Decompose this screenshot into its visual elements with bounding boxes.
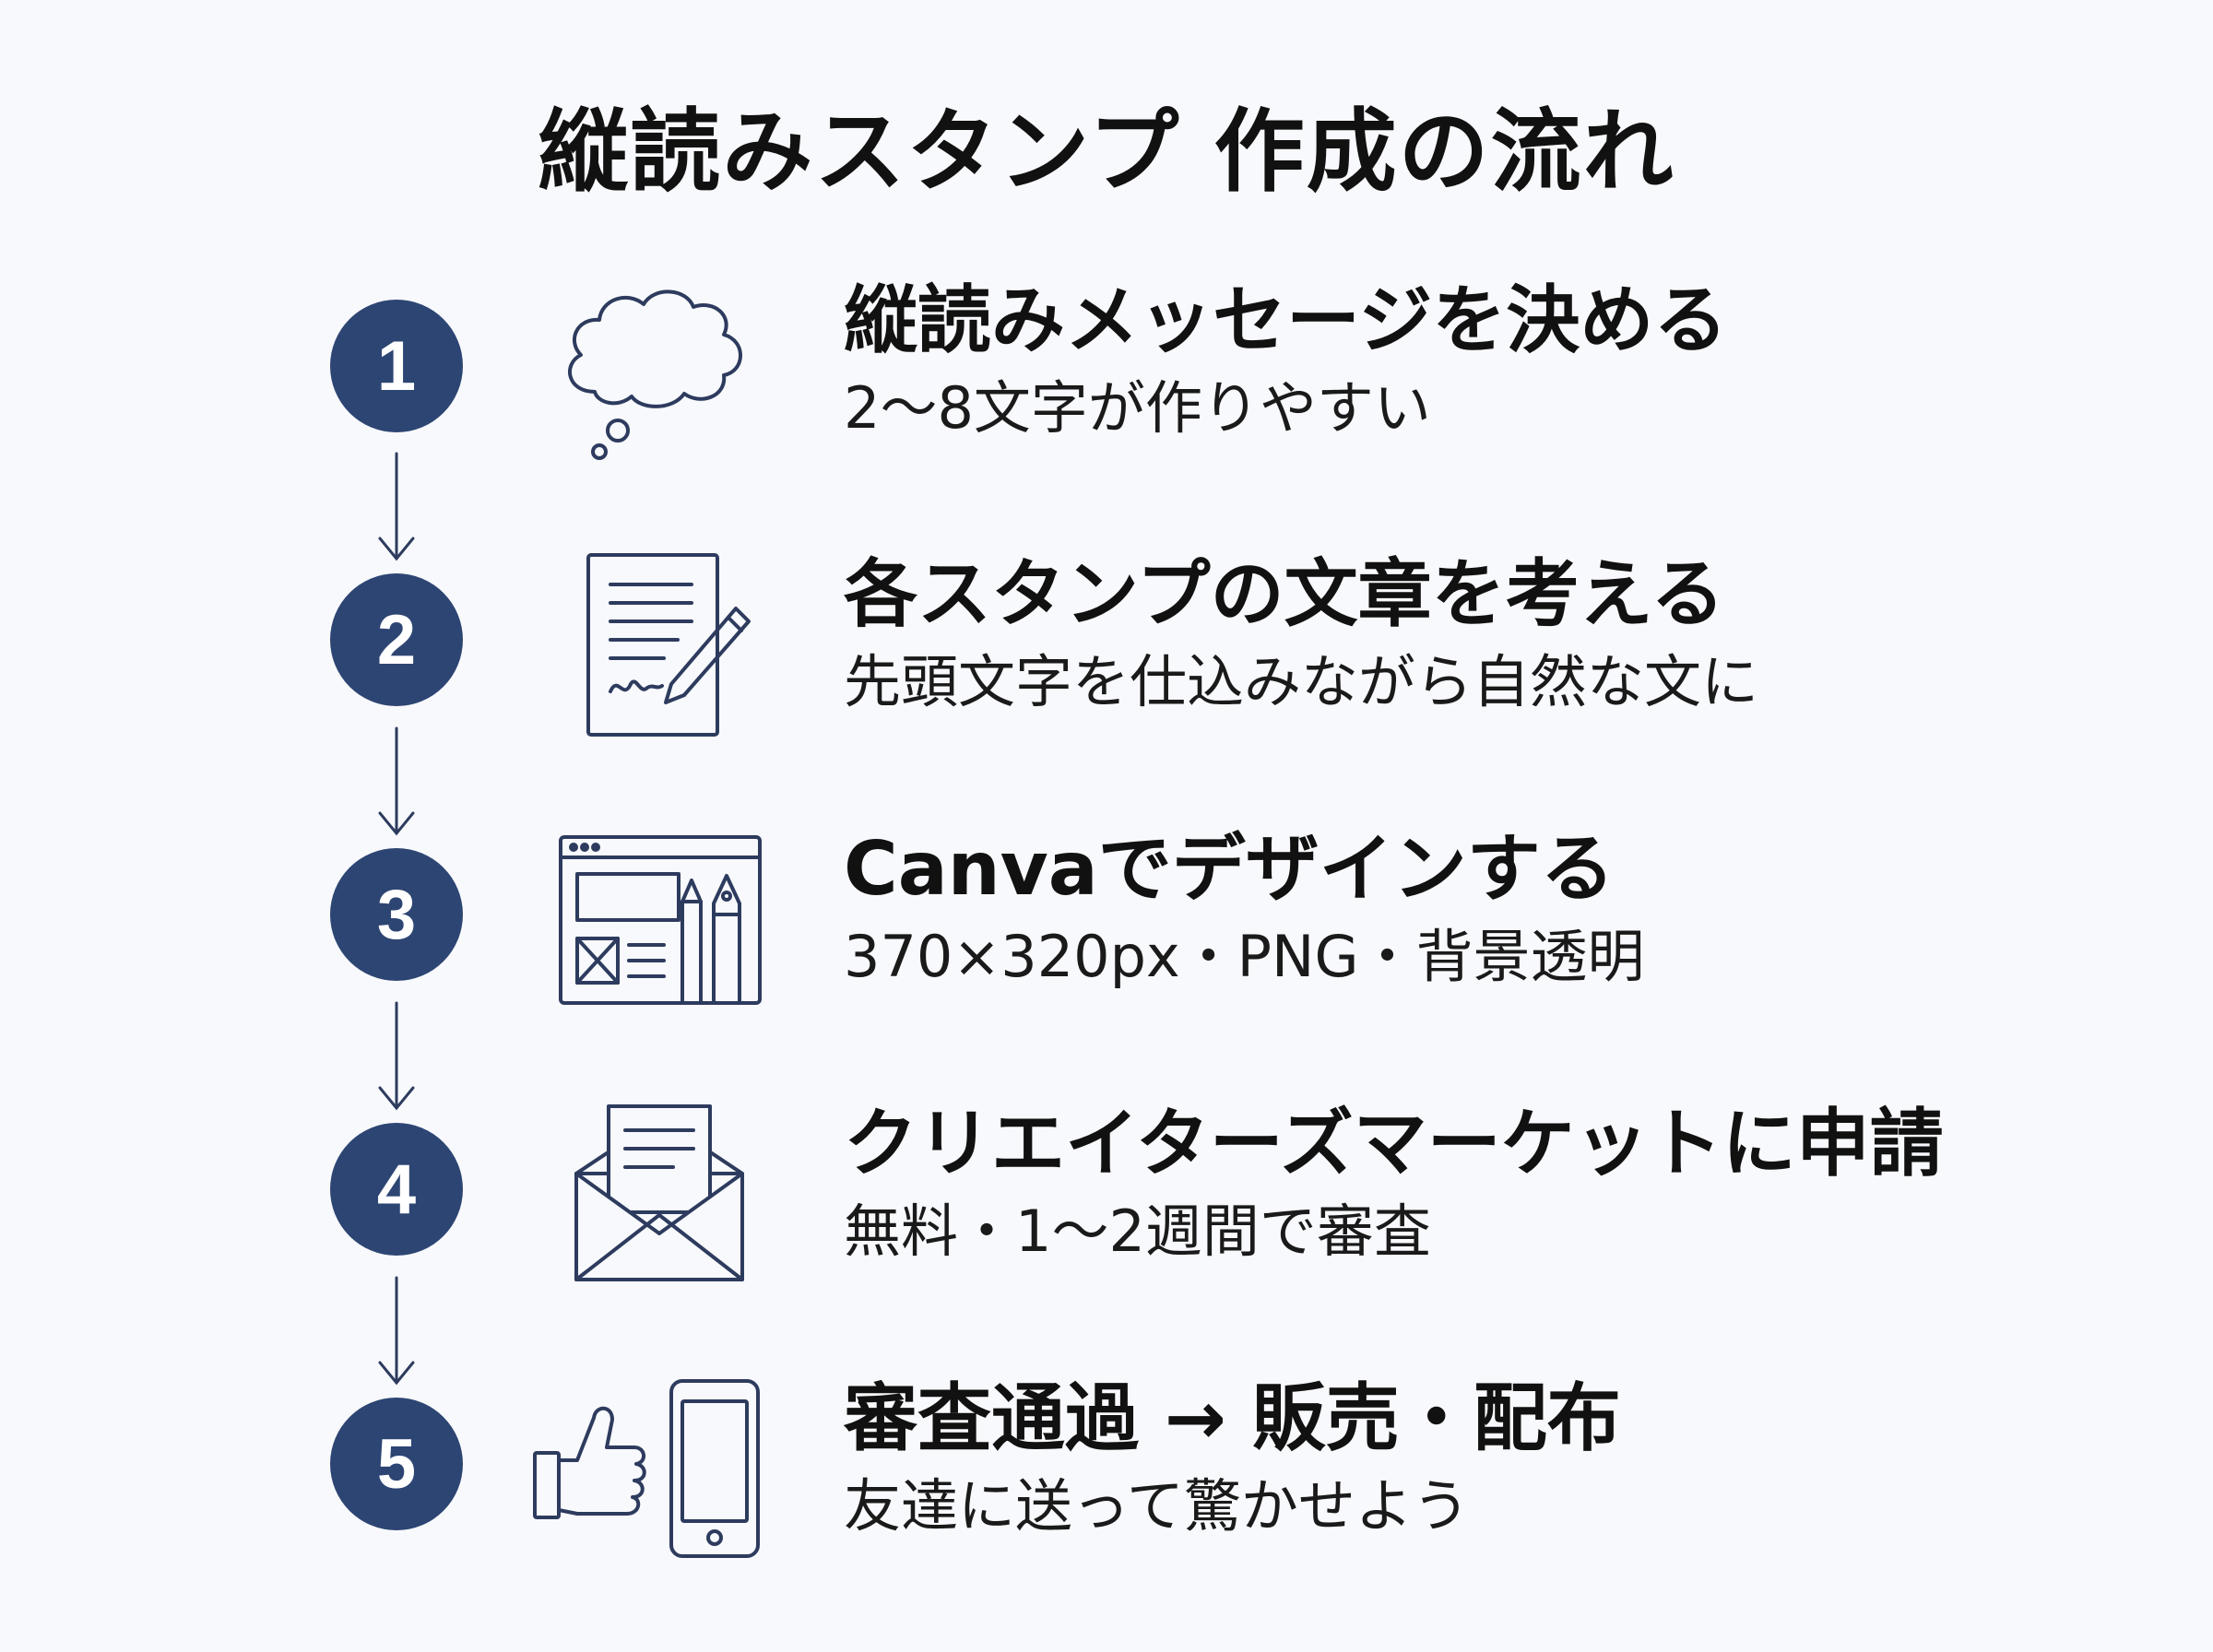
- step-2: 2 各スタンプの文章を考える 先頭文字を仕込みながら自然な文に: [0, 537, 2213, 739]
- flow-arrow-icon: [374, 999, 419, 1114]
- page-title: 縦読みスタンプ 作成の流れ: [538, 100, 1675, 205]
- thought-bubble-icon: [526, 263, 775, 466]
- step-number-badge: 1: [330, 300, 463, 432]
- step-description: 370×320px・PNG・背景透明: [844, 923, 1645, 990]
- flow-arrow-icon: [374, 450, 419, 564]
- thumbs-up-phone-icon: [516, 1361, 784, 1564]
- step-number-badge: 3: [330, 848, 463, 981]
- step-description: 2〜8文字が作りやすい: [844, 374, 1431, 442]
- step-description: 無料・1〜2週間で審査: [844, 1198, 1431, 1265]
- document-pen-icon: [526, 537, 775, 739]
- envelope-letter-icon: [526, 1086, 775, 1289]
- step-title: 縦読みメッセージを決める: [844, 277, 1728, 363]
- step-number-badge: 2: [330, 573, 463, 706]
- step-title: 審査通過 → 販売・配布: [844, 1375, 1621, 1461]
- step-title: 各スタンプの文章を考える: [844, 551, 1725, 637]
- step-description: 友達に送って驚かせよう: [844, 1472, 1470, 1540]
- step-number-badge: 5: [330, 1398, 463, 1530]
- step-3: 3 Canvaでデザインする 370×320px・PNG・背景透明: [0, 811, 2213, 1014]
- step-1: 1 縦読みメッセージを決める 2〜8文字が作りやすい: [0, 263, 2213, 466]
- step-5: 5 審査通過 → 販売・配布 友達に送って驚かせよう: [0, 1361, 2213, 1564]
- design-window-icon: [526, 811, 775, 1014]
- flow-arrow-icon: [374, 1274, 419, 1388]
- step-description: 先頭文字を仕込みながら自然な文に: [844, 648, 1759, 715]
- step-title: クリエイターズマーケットに申請: [844, 1101, 1944, 1186]
- step-4: 4 クリエイターズマーケットに申請 無料・1〜2週間で審査: [0, 1086, 2213, 1289]
- flow-arrow-icon: [374, 725, 419, 839]
- step-title: Canvaでデザインする: [844, 826, 1615, 912]
- step-number-badge: 4: [330, 1123, 463, 1256]
